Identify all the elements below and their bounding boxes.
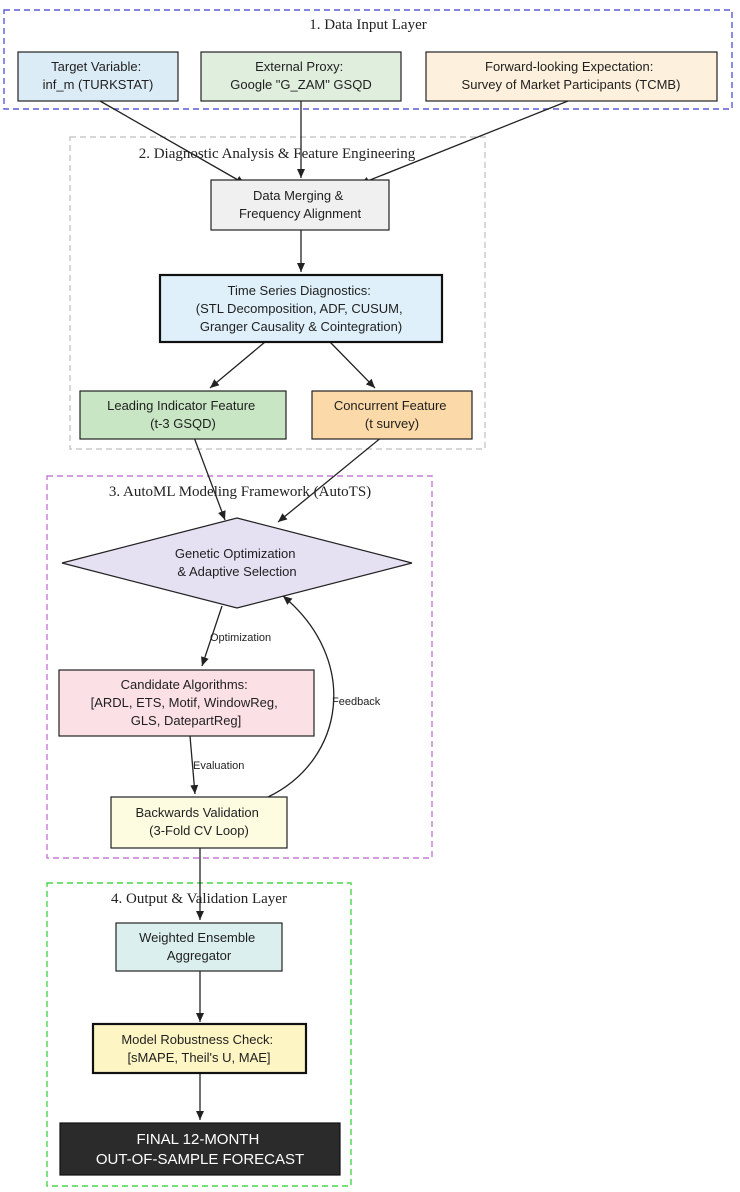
node-concurrent-feature-line-2: (t survey): [365, 416, 419, 431]
node-genetic-optimization-label: Genetic Optimization & Adaptive Selectio…: [175, 546, 299, 579]
node-leading-indicator-line-1: Leading Indicator Feature: [107, 398, 255, 413]
edge-label-feedback: Feedback: [332, 696, 381, 708]
cluster-output-border: [46, 882, 352, 1187]
cluster-output: 4. Output & Validation Layer: [46, 882, 352, 1187]
edge-diagnostics-to-leading: [209, 341, 266, 389]
edge-validation-feedback-to-genetic: [267, 595, 335, 798]
node-final-forecast: FINAL 12-MONTH OUT-OF-SAMPLE FORECAST: [59, 1122, 341, 1176]
node-genetic-optimization: Genetic Optimization & Adaptive Selectio…: [61, 517, 413, 609]
node-concurrent-feature: Concurrent Feature (t survey): [311, 390, 473, 440]
node-final-forecast-label: FINAL 12-MONTH OUT-OF-SAMPLE FORECAST: [96, 1131, 304, 1168]
node-robustness-check-line-2: [sMAPE, Theil's U, MAE]: [127, 1050, 270, 1065]
cluster-data-input: 1. Data Input Layer: [3, 9, 733, 110]
node-robustness-check-label: Model Robustness Check: [sMAPE, Theil's …: [121, 1032, 276, 1065]
node-forward-expectation-line-2: Survey of Market Participants (TCMB): [462, 77, 681, 92]
cluster-automl: 3. AutoML Modeling Framework (AutoTS): [46, 475, 433, 859]
cluster-diagnostic-border: [69, 136, 486, 450]
edge-label-evaluation: Evaluation: [193, 760, 244, 772]
node-data-merging-line-1: Data Merging &: [253, 188, 344, 203]
node-forward-expectation-box: [425, 51, 718, 102]
cluster-automl-title: 3. AutoML Modeling Framework (AutoTS): [109, 484, 371, 500]
node-weighted-ensemble-line-2: Aggregator: [167, 948, 232, 963]
node-time-series-diagnostics-label: Time Series Diagnostics: (STL Decomposit…: [196, 283, 406, 334]
node-candidate-algorithms-label: Candidate Algorithms: [ARDL, ETS, Motif,…: [91, 677, 282, 728]
node-concurrent-feature-line-1: Concurrent Feature: [334, 398, 447, 413]
node-leading-indicator-box: [79, 390, 287, 440]
node-external-proxy-box: [200, 51, 402, 102]
edge-candidate-to-validation: [189, 735, 199, 795]
edge-concurrent-to-genetic: [277, 431, 389, 523]
node-time-series-diagnostics-line-3: Granger Causality & Cointegration): [200, 319, 402, 334]
node-target-variable-box: [17, 51, 179, 102]
node-candidate-algorithms-box: [58, 669, 315, 737]
edges: [99, 100, 569, 1120]
node-target-variable-line-2: inf_m (TURKSTAT): [43, 77, 154, 92]
node-robustness-check-line-1: Model Robustness Check:: [121, 1032, 273, 1047]
node-forward-expectation-line-1: Forward-looking Expectation:: [485, 59, 653, 74]
node-candidate-algorithms-line-2: [ARDL, ETS, Motif, WindowReg,: [91, 695, 278, 710]
node-final-forecast-box: [59, 1122, 341, 1176]
cluster-diagnostic-title: 2. Diagnostic Analysis & Feature Enginee…: [139, 146, 416, 162]
edge-genetic-to-candidate: [201, 605, 223, 667]
cluster-output-title: 4. Output & Validation Layer: [111, 891, 287, 907]
node-external-proxy-label: External Proxy: Google "G_ZAM" GSQD: [230, 59, 371, 92]
node-weighted-ensemble-box: [115, 922, 283, 972]
node-leading-indicator-line-2: (t-3 GSQD): [150, 416, 216, 431]
node-genetic-optimization-diamond: [61, 517, 413, 609]
edge-leading-to-genetic: [191, 431, 226, 521]
node-target-variable-label: Target Variable: inf_m (TURKSTAT): [43, 59, 154, 92]
node-time-series-diagnostics: Time Series Diagnostics: (STL Decomposit…: [158, 273, 444, 344]
node-target-variable: Target Variable: inf_m (TURKSTAT): [17, 51, 179, 102]
node-backwards-validation-label: Backwards Validation (3-Fold CV Loop): [136, 805, 263, 838]
edge-label-optimization: Optimization: [210, 632, 271, 644]
node-backwards-validation-line-2: (3-Fold CV Loop): [149, 823, 249, 838]
node-external-proxy-line-1: External Proxy:: [255, 59, 343, 74]
node-backwards-validation-box: [110, 796, 288, 849]
cluster-data-input-title: 1. Data Input Layer: [309, 17, 426, 33]
cluster-diagnostic: 2. Diagnostic Analysis & Feature Enginee…: [69, 136, 486, 450]
node-final-forecast-line-1: FINAL 12-MONTH: [137, 1131, 260, 1148]
node-concurrent-feature-box: [311, 390, 473, 440]
node-backwards-validation-line-1: Backwards Validation: [136, 805, 259, 820]
node-concurrent-feature-label: Concurrent Feature (t survey): [334, 398, 450, 431]
node-time-series-diagnostics-line-1: Time Series Diagnostics:: [228, 283, 371, 298]
node-data-merging-label: Data Merging & Frequency Alignment: [239, 188, 362, 221]
node-external-proxy: External Proxy: Google "G_ZAM" GSQD: [200, 51, 402, 102]
node-external-proxy-line-2: Google "G_ZAM" GSQD: [230, 77, 371, 92]
edge-target-to-merging: [99, 100, 246, 185]
node-forward-expectation-label: Forward-looking Expectation: Survey of M…: [462, 59, 681, 92]
node-weighted-ensemble-label: Weighted Ensemble Aggregator: [139, 930, 259, 963]
node-robustness-check-box: [91, 1022, 308, 1075]
node-forward-expectation: Forward-looking Expectation: Survey of M…: [425, 51, 718, 102]
node-data-merging-line-2: Frequency Alignment: [239, 206, 362, 221]
node-target-variable-line-1: Target Variable:: [51, 59, 141, 74]
node-final-forecast-line-2: OUT-OF-SAMPLE FORECAST: [96, 1151, 304, 1168]
node-backwards-validation: Backwards Validation (3-Fold CV Loop): [110, 796, 288, 849]
node-weighted-ensemble-line-1: Weighted Ensemble: [139, 930, 255, 945]
edge-expectation-to-merging: [359, 100, 569, 185]
cluster-data-input-border: [3, 9, 733, 110]
node-candidate-algorithms: Candidate Algorithms: [ARDL, ETS, Motif,…: [58, 669, 315, 737]
node-robustness-check: Model Robustness Check: [sMAPE, Theil's …: [91, 1022, 308, 1075]
node-candidate-algorithms-line-1: Candidate Algorithms:: [121, 677, 248, 692]
node-data-merging: Data Merging & Frequency Alignment: [210, 179, 390, 231]
cluster-automl-border: [46, 475, 433, 859]
node-genetic-optimization-line-2: & Adaptive Selection: [177, 564, 296, 579]
node-candidate-algorithms-line-3: GLS, DatepartReg]: [131, 713, 242, 728]
node-genetic-optimization-line-1: Genetic Optimization: [175, 546, 296, 561]
node-leading-indicator-label: Leading Indicator Feature (t-3 GSQD): [107, 398, 259, 431]
node-leading-indicator: Leading Indicator Feature (t-3 GSQD): [79, 390, 287, 440]
node-time-series-diagnostics-line-2: (STL Decomposition, ADF, CUSUM,: [196, 301, 403, 316]
node-weighted-ensemble: Weighted Ensemble Aggregator: [115, 922, 283, 972]
node-time-series-diagnostics-box: [158, 273, 444, 344]
node-data-merging-box: [210, 179, 390, 231]
edge-diagnostics-to-concurrent: [329, 341, 376, 389]
